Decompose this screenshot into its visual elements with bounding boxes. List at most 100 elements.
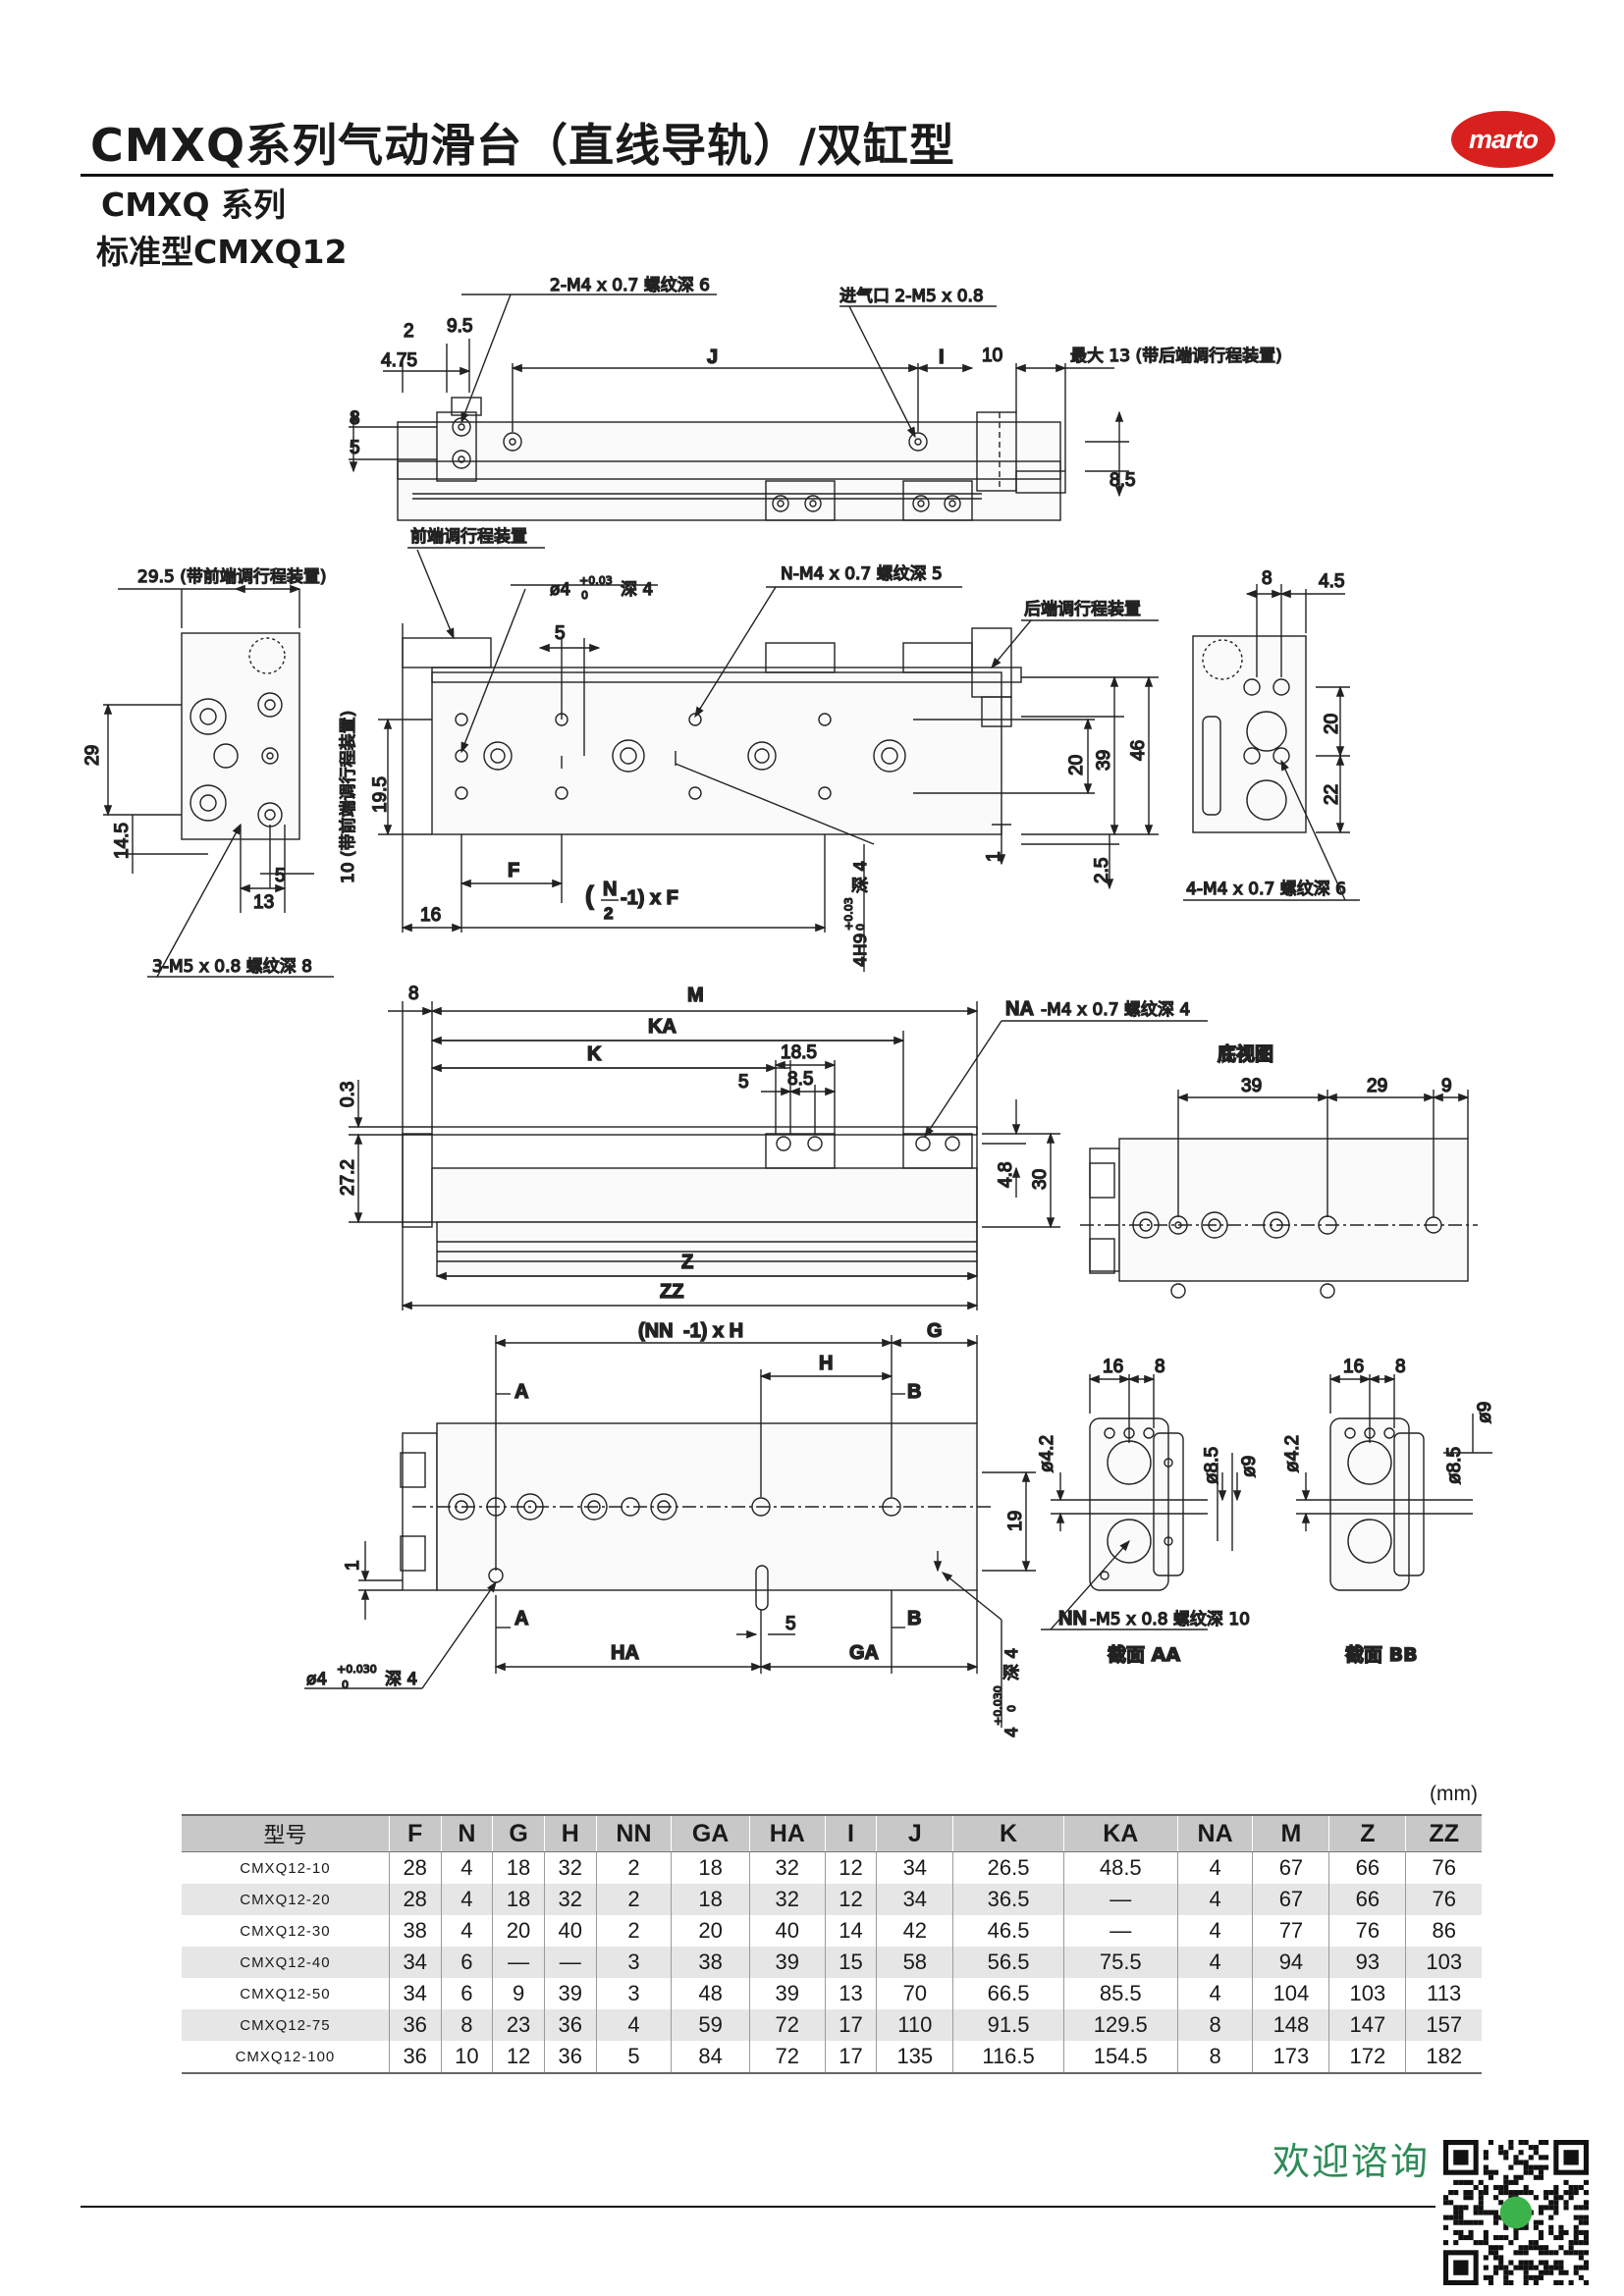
- value-cell: 39: [748, 1947, 826, 1978]
- value-cell: 39: [543, 1978, 597, 2009]
- value-cell: 23: [492, 2009, 545, 2041]
- value-cell: 34: [388, 1947, 442, 1978]
- secaa-d8-5: ø8.5: [1202, 1447, 1222, 1484]
- value-cell: 42: [876, 1915, 953, 1947]
- col-header: I: [824, 1814, 877, 1852]
- dim-bv-39: 39: [1241, 1076, 1262, 1096]
- front-view: [349, 1001, 1208, 1310]
- slot-tol0: 0: [854, 924, 867, 931]
- callout-3m5: 3-M5 x 0.8 螺纹深 8: [152, 957, 312, 977]
- dim-front-8-5: 8.5: [787, 1069, 813, 1090]
- value-cell: 18: [671, 1851, 750, 1884]
- dim-front-8: 8: [408, 984, 419, 1004]
- value-cell: 67: [1252, 1851, 1329, 1884]
- value-cell: 157: [1405, 2009, 1482, 2041]
- dim-4-8: 4.8: [996, 1162, 1016, 1188]
- side-hole-callout: ø4: [550, 580, 570, 600]
- value-cell: 116.5: [952, 2041, 1064, 2074]
- dim-F: F: [508, 860, 519, 881]
- value-cell: 17: [824, 2041, 877, 2074]
- value-cell: 76: [1405, 1884, 1482, 1915]
- value-cell: 32: [543, 1851, 597, 1884]
- value-cell: 12: [824, 1851, 877, 1884]
- value-cell: 6: [440, 1947, 493, 1978]
- model-cell: CMXQ12-75: [182, 2009, 390, 2041]
- value-cell: 12: [824, 1884, 877, 1915]
- value-cell: 3: [595, 1947, 672, 1978]
- dim-I: I: [939, 347, 945, 368]
- secbb-d4-2: ø4.2: [1282, 1435, 1303, 1472]
- dim-39: 39: [1094, 750, 1114, 771]
- dim-right-20: 20: [1322, 714, 1342, 734]
- dim-side-5: 5: [555, 623, 566, 644]
- model-cell: CMXQ12-30: [240, 1922, 331, 1940]
- lower-slot-note: 4: [1002, 1727, 1022, 1737]
- dim-9-5: 9.5: [447, 316, 472, 337]
- section-bb: [1296, 1374, 1492, 1591]
- value-cell: 76: [1328, 1915, 1406, 1947]
- value-cell: 36: [543, 2009, 597, 2041]
- dim-right-8: 8: [1262, 568, 1272, 589]
- value-cell: 15: [824, 1947, 877, 1978]
- bottom-view: [1080, 1090, 1478, 1299]
- dim-10: 10: [982, 346, 1002, 366]
- value-cell: 20: [671, 1915, 750, 1947]
- dim-KA: KA: [648, 1016, 677, 1038]
- side-view-main: [378, 547, 1159, 972]
- table-unit: (mm): [1430, 1783, 1478, 1805]
- qr-code-icon[interactable]: [1443, 2140, 1589, 2285]
- value-cell: 72: [748, 2009, 826, 2041]
- dim-nnh-rest: -1) x H: [683, 1320, 743, 1342]
- formula-rest: -1) x F: [621, 887, 678, 909]
- col-header: J: [876, 1814, 953, 1852]
- value-cell: 4: [1176, 1947, 1253, 1978]
- value-cell: 48.5: [1062, 1851, 1178, 1884]
- side-hole-tol: +0.03: [579, 574, 613, 587]
- secaa-d9: ø9: [1239, 1456, 1260, 1477]
- col-header: 型号: [182, 1814, 390, 1852]
- secaa-nn-bold: NN: [1058, 1608, 1087, 1629]
- value-cell: 18: [492, 1884, 545, 1915]
- value-cell: 58: [876, 1947, 953, 1978]
- secaa-d4-2: ø4.2: [1037, 1435, 1057, 1472]
- value-cell: 91.5: [952, 2009, 1064, 2041]
- dim-Z: Z: [681, 1252, 693, 1273]
- top-tap-callout: 2-M4 x 0.7 螺纹深 6: [550, 276, 710, 295]
- value-cell: 36.5: [952, 1884, 1064, 1915]
- value-cell: 103: [1328, 1978, 1406, 2009]
- value-cell: 147: [1328, 2009, 1406, 2041]
- dim-30: 30: [1030, 1169, 1051, 1190]
- dim-G: G: [927, 1320, 943, 1342]
- dimension-table: 型号 F N G H NN GA HA I J K KA NA M Z ZZ C…: [182, 1814, 1482, 2074]
- value-cell: 154.5: [1062, 2041, 1178, 2074]
- dim-16: 16: [420, 905, 441, 926]
- value-cell: —: [1062, 1884, 1178, 1915]
- value-cell: 4: [1176, 1978, 1253, 2009]
- value-cell: —: [492, 1947, 545, 1978]
- series-heading: CMXQ 系列: [101, 186, 287, 224]
- dim-22: 22: [1322, 784, 1342, 805]
- secbb-d16: 16: [1343, 1357, 1364, 1377]
- secaa-d16: 16: [1103, 1357, 1123, 1377]
- col-header: NN: [595, 1814, 672, 1852]
- model-cell: CMXQ12-20: [182, 1884, 390, 1915]
- value-cell: 56.5: [952, 1947, 1064, 1978]
- value-cell: 46.5: [952, 1915, 1064, 1947]
- value-cell: 86: [1405, 1915, 1482, 1947]
- lower-hole-callout: ø4: [306, 1670, 327, 1689]
- value-cell: 32: [543, 1884, 597, 1915]
- value-cell: 36: [388, 2009, 442, 2041]
- value-cell: 77: [1252, 1915, 1329, 1947]
- side-view-right: [1183, 584, 1360, 901]
- dim-19: 19: [1005, 1511, 1026, 1531]
- dim-2-5: 2.5: [1092, 858, 1112, 883]
- secbb-d8: 8: [1395, 1357, 1406, 1377]
- value-cell: 6: [440, 1978, 493, 2009]
- value-cell: 4: [440, 1915, 493, 1947]
- value-cell: 36: [388, 2041, 442, 2074]
